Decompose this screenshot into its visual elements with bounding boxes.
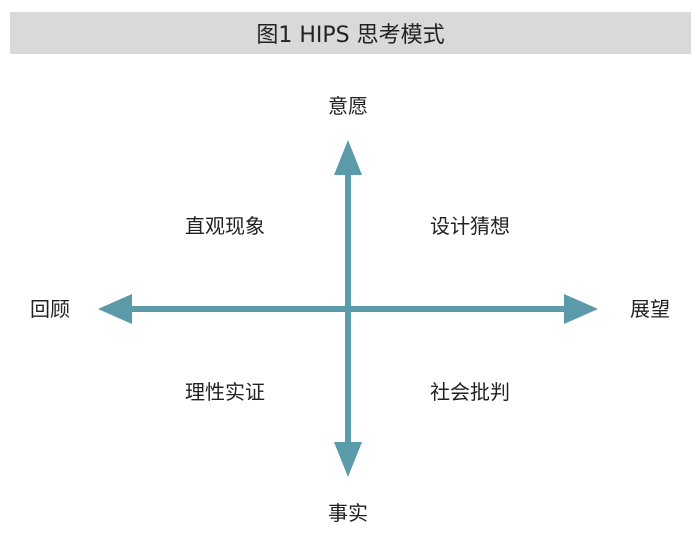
axis-label-bottom: 事实 — [328, 501, 368, 525]
axis-label-left: 回顾 — [30, 297, 70, 321]
quadrant-label-top-left: 直观现象 — [185, 214, 265, 238]
quadrant-label-bottom-right: 社会批判 — [430, 380, 510, 404]
arrow-down-icon — [334, 442, 362, 477]
axis-label-top: 意愿 — [328, 94, 368, 118]
arrow-right-icon — [564, 294, 598, 324]
figure-title: 图1 HIPS 思考模式 — [10, 12, 691, 54]
axis-group — [98, 140, 598, 477]
axis-label-right: 展望 — [630, 297, 670, 321]
quadrant-label-bottom-left: 理性实证 — [185, 380, 265, 404]
arrow-left-icon — [98, 294, 132, 324]
arrow-up-icon — [334, 140, 362, 175]
quadrant-label-top-right: 设计猜想 — [430, 214, 510, 238]
